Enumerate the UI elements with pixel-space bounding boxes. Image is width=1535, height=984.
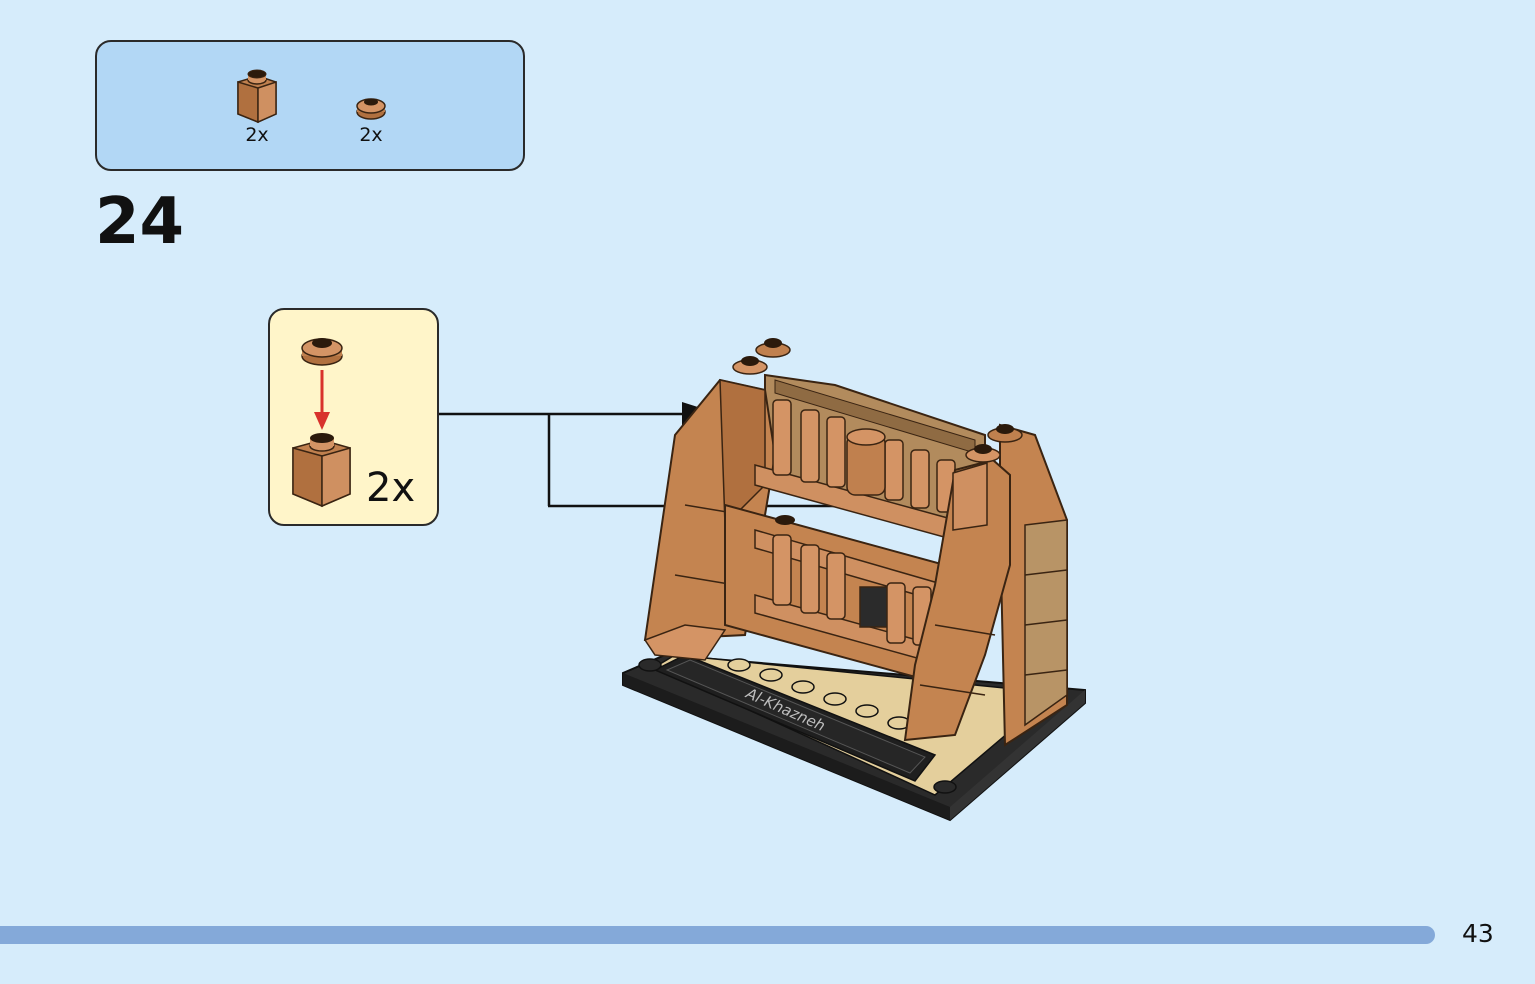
- part-round-plate-1x1: 2x: [351, 92, 391, 145]
- right-wall: [999, 423, 1068, 747]
- subassembly-quantity: 2x: [366, 465, 416, 511]
- brick-icon: [292, 433, 351, 508]
- part-quantity: 2x: [245, 124, 269, 146]
- subassembly-callout: 2x: [268, 308, 439, 526]
- base-studs: [638, 658, 957, 794]
- round-plate-icon: [301, 338, 343, 366]
- progress-bar: [0, 926, 1435, 944]
- part-quantity: 2x: [359, 124, 383, 146]
- progress-bar-fill: [0, 926, 1435, 944]
- page-number: 43: [1462, 919, 1494, 948]
- step-number: 24: [95, 185, 185, 259]
- subassembly-illustration: [292, 338, 351, 508]
- model-illustration: Al-Khazneh: [622, 338, 1086, 822]
- columns: [772, 399, 956, 646]
- assembly-arrow-icon: [314, 370, 330, 430]
- round-plate-1x1-icon: [356, 98, 386, 120]
- part-brick-1x1: 2x: [231, 68, 283, 145]
- pillar-top-studs: [732, 338, 1023, 525]
- parts-list-box: 2x 2x: [95, 40, 525, 171]
- right-pillar: [903, 458, 1011, 742]
- brick-1x1-icon: [237, 69, 277, 124]
